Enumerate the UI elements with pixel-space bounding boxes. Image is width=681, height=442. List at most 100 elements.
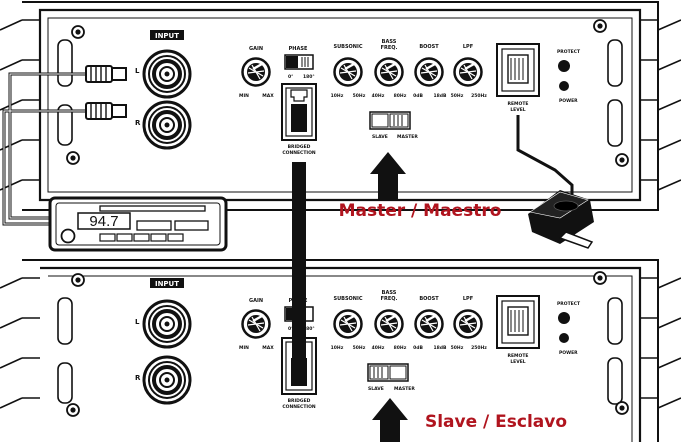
- bass-freq-knob-icon[interactable]: [374, 57, 404, 87]
- phase-value-180: 180°: [303, 326, 315, 332]
- rca-plug-icon: [85, 102, 127, 120]
- screw-icon: [593, 19, 607, 33]
- bridged-label-1: BRIDGED: [288, 144, 311, 150]
- subsonic-knob-icon[interactable]: [333, 309, 363, 339]
- bridged-port-icon[interactable]: [281, 83, 317, 141]
- lpf-label: LPF: [463, 44, 473, 50]
- protect-led-icon: [558, 312, 570, 324]
- phase-switch[interactable]: [284, 54, 314, 70]
- amplifier-master: INPUT L R GAIN MIN MAX PHASE 0° 180° BRI…: [0, 1, 681, 211]
- subsonic-label: SUBSONIC: [333, 296, 362, 302]
- bass-freq-min-label: 40Hz: [372, 345, 385, 351]
- bass-label: BASS: [382, 290, 397, 296]
- subsonic-max-label: 50Hz: [353, 345, 366, 351]
- arrow-up-icon: [370, 152, 406, 200]
- rca-cables: [2, 65, 127, 226]
- protect-label: PROTECT: [557, 49, 581, 55]
- bridged-label-2: CONNECTION: [282, 150, 316, 156]
- freq-label: FREQ.: [381, 296, 398, 302]
- rca-plug-icon: [85, 65, 127, 83]
- power-led-icon: [559, 81, 569, 91]
- arrow-up-icon: [372, 398, 408, 442]
- rca-jack-icon: [142, 100, 192, 150]
- gain-label: GAIN: [249, 298, 263, 304]
- remote-label-2: LEVEL: [510, 359, 525, 365]
- switch-master-label: MASTER: [397, 134, 418, 140]
- remote-port-icon[interactable]: [496, 295, 540, 349]
- subsonic-min-label: 10Hz: [331, 93, 344, 99]
- boost-label: BOOST: [419, 296, 439, 302]
- subsonic-min-label: 10Hz: [331, 345, 344, 351]
- boost-knob-icon[interactable]: [414, 57, 444, 87]
- screw-icon: [71, 273, 85, 287]
- gain-knob-icon[interactable]: [241, 57, 271, 87]
- bass-freq-max-label: 80Hz: [394, 93, 407, 99]
- gain-knob-icon[interactable]: [241, 309, 271, 339]
- input-label-plate: [150, 278, 184, 288]
- lpf-label: LPF: [463, 296, 473, 302]
- screw-icon: [615, 401, 629, 415]
- subsonic-max-label: 50Hz: [353, 93, 366, 99]
- gain-max-label: MAX: [262, 345, 274, 351]
- rca-jack-icon: [142, 49, 192, 99]
- bass-freq-max-label: 80Hz: [394, 345, 407, 351]
- rca-jack-icon: [142, 299, 192, 349]
- protect-label: PROTECT: [557, 301, 581, 307]
- boost-min-label: 0dB: [413, 345, 423, 351]
- rca-jack-icon: [142, 355, 192, 405]
- remote-knob-icon[interactable]: [528, 190, 594, 249]
- lpf-min-label: 50Hz: [451, 93, 464, 99]
- slave-caption: Slave / Esclavo: [425, 412, 567, 432]
- input-label-plate: [150, 30, 184, 40]
- remote-label-1: REMOTE: [508, 353, 529, 359]
- lpf-max-label: 250Hz: [471, 345, 487, 351]
- phase-value-0: 0°: [288, 326, 293, 332]
- input-label: INPUT: [155, 32, 179, 40]
- lpf-min-label: 50Hz: [451, 345, 464, 351]
- channel-left-label: L: [135, 318, 140, 326]
- subsonic-knob-icon[interactable]: [333, 57, 363, 87]
- car-radio-icon: [48, 196, 228, 252]
- boost-label: BOOST: [419, 44, 439, 50]
- remote-label-1: REMOTE: [508, 101, 529, 107]
- phase-label: PHASE: [289, 46, 308, 52]
- switch-slave-label: SLAVE: [372, 134, 388, 140]
- radio-display: 94.7: [89, 213, 118, 230]
- channel-right-label: R: [135, 374, 141, 382]
- screw-icon: [66, 151, 80, 165]
- screw-icon: [615, 153, 629, 167]
- gain-label: GAIN: [249, 46, 263, 52]
- power-label: POWER: [559, 98, 578, 104]
- freq-label: FREQ.: [381, 45, 398, 51]
- bridged-label-1: BRIDGED: [288, 398, 311, 404]
- lpf-max-label: 250Hz: [471, 93, 487, 99]
- gain-max-label: MAX: [262, 93, 274, 99]
- protect-led-icon: [558, 60, 570, 72]
- boost-max-label: 18dB: [434, 93, 447, 99]
- amplifier-slave: INPUT L R GAIN MIN MAX PHASE 0° 180° BRI…: [0, 259, 681, 442]
- channel-right-label: R: [135, 119, 141, 127]
- remote-label-2: LEVEL: [510, 107, 525, 113]
- input-label: INPUT: [155, 280, 179, 288]
- lpf-knob-icon[interactable]: [453, 57, 483, 87]
- bridged-label-2: CONNECTION: [282, 404, 316, 410]
- channel-left-label: L: [135, 67, 140, 75]
- gain-min-label: MIN: [239, 93, 249, 99]
- power-led-icon: [559, 333, 569, 343]
- master-slave-switch[interactable]: [367, 363, 409, 382]
- bass-freq-knob-icon[interactable]: [374, 309, 404, 339]
- power-label: POWER: [559, 350, 578, 356]
- screw-icon: [593, 271, 607, 285]
- remote-port-icon[interactable]: [496, 43, 540, 97]
- screw-icon: [71, 25, 85, 39]
- master-slave-switch[interactable]: [369, 111, 411, 130]
- boost-min-label: 0dB: [413, 93, 423, 99]
- phase-value-180: 180°: [303, 74, 315, 80]
- lpf-knob-icon[interactable]: [453, 309, 483, 339]
- master-caption: Master / Maestro: [339, 201, 502, 221]
- boost-knob-icon[interactable]: [414, 309, 444, 339]
- bass-freq-min-label: 40Hz: [372, 93, 385, 99]
- bridge-cable-lower: [292, 258, 306, 362]
- subsonic-label: SUBSONIC: [333, 44, 362, 50]
